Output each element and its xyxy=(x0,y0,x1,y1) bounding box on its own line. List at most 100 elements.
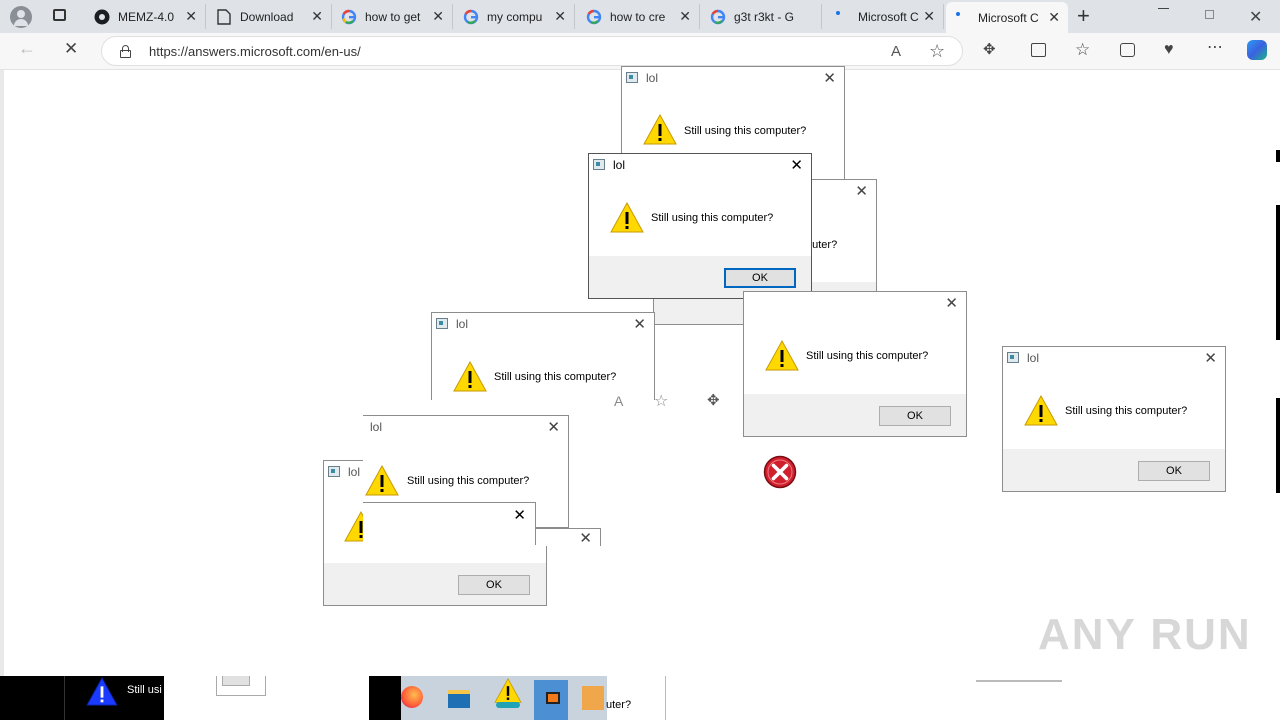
app-icon xyxy=(626,72,638,83)
extensions-icon[interactable]: ✥ xyxy=(983,41,996,58)
dialog-titlebar[interactable]: lol ✕ xyxy=(622,67,844,91)
app-icon xyxy=(436,318,448,329)
close-icon[interactable]: ✕ xyxy=(579,530,592,546)
screen-artifact xyxy=(0,70,4,676)
restore-icon[interactable] xyxy=(1205,10,1214,19)
browser-essentials-icon[interactable]: ♥ xyxy=(1164,41,1174,58)
more-menu-icon[interactable]: ⋯ xyxy=(1207,39,1223,56)
dialog-footer: OK xyxy=(324,563,546,605)
google-icon xyxy=(586,9,602,25)
message-dialog: ✕ xyxy=(363,502,536,545)
dialog-message: Still using this computer? xyxy=(407,475,530,487)
ok-button[interactable]: OK xyxy=(1138,461,1210,481)
ok-button[interactable]: OK xyxy=(879,406,951,426)
close-tab-icon[interactable]: ✕ xyxy=(1048,9,1060,25)
dialog-message: Still using this computer? xyxy=(806,350,929,362)
tab-how-to-get[interactable]: how to get ✕ xyxy=(333,4,453,29)
favorites-icon[interactable]: ☆ xyxy=(1075,40,1091,59)
tab-download[interactable]: Download ✕ xyxy=(208,4,332,29)
close-icon[interactable]: ✕ xyxy=(823,70,836,87)
warning-icon xyxy=(453,361,487,392)
message-dialog: ✕ Still using this computer? OK xyxy=(743,291,967,437)
dialog-title: lol xyxy=(456,317,469,331)
loading-icon xyxy=(954,10,970,26)
collections-icon[interactable] xyxy=(1120,43,1135,57)
dialog-edge xyxy=(665,676,666,720)
tab-microsoft-active[interactable]: Microsoft C ✕ xyxy=(946,2,1068,33)
close-tab-icon[interactable]: ✕ xyxy=(185,8,197,24)
dialog-titlebar[interactable]: lol xyxy=(324,461,546,485)
screen-artifact xyxy=(1276,398,1280,493)
dialog-title: lol xyxy=(348,465,361,479)
dialog-footer: OK xyxy=(744,394,966,436)
close-icon[interactable]: ✕ xyxy=(633,316,646,333)
dialog-edge xyxy=(976,676,1062,682)
close-icon[interactable]: ✕ xyxy=(547,419,560,436)
file-explorer-icon[interactable] xyxy=(448,690,470,708)
firefox-icon[interactable] xyxy=(401,686,423,708)
new-tab-button[interactable]: + xyxy=(1077,3,1090,28)
split-screen-icon[interactable] xyxy=(1031,43,1046,57)
tab-g3t-r3kt[interactable]: g3t r3kt - G xyxy=(702,4,822,29)
dialog-fragment xyxy=(222,676,250,686)
taskbar-window-label[interactable]: Still usi xyxy=(127,684,162,696)
message-fragment: uter? xyxy=(606,699,632,711)
close-tab-icon[interactable]: ✕ xyxy=(679,8,691,24)
dialog-titlebar[interactable]: lol ✕ xyxy=(1003,347,1225,371)
github-icon xyxy=(94,9,110,25)
tab-actions-icon[interactable] xyxy=(53,9,66,21)
back-arrow-icon[interactable]: ← xyxy=(18,38,36,58)
tab-title: my compu xyxy=(487,9,543,24)
close-icon[interactable]: ✕ xyxy=(945,295,958,312)
dialog-message-partial: puter? xyxy=(806,239,838,251)
dialog-title: lol xyxy=(1027,351,1040,365)
close-icon[interactable]: ✕ xyxy=(513,507,526,524)
google-icon xyxy=(341,9,357,25)
warning-icon[interactable] xyxy=(494,678,522,704)
url-text[interactable]: https://answers.microsoft.com/en-us/ xyxy=(149,44,361,59)
screen-artifact xyxy=(1276,205,1280,340)
ok-button[interactable]: OK xyxy=(458,575,530,595)
tab-microsoft-1[interactable]: Microsoft C ✕ xyxy=(826,4,944,29)
close-icon[interactable]: ✕ xyxy=(1204,350,1217,367)
read-aloud-icon[interactable]: A xyxy=(891,43,902,60)
app-icon xyxy=(328,466,340,477)
stop-loading-icon[interactable]: ✕ xyxy=(64,39,79,58)
tab-title: g3t r3kt - G xyxy=(734,9,795,24)
close-tab-icon[interactable]: ✕ xyxy=(432,8,444,24)
favorite-star-icon[interactable]: ☆ xyxy=(929,41,946,61)
tab-title: Download xyxy=(240,9,294,24)
read-aloud-icon: A xyxy=(614,393,624,409)
copilot-icon[interactable] xyxy=(1247,40,1267,60)
close-icon[interactable]: ✕ xyxy=(790,157,803,174)
minimize-icon[interactable] xyxy=(1158,8,1169,9)
profile-avatar-icon[interactable] xyxy=(10,6,32,28)
screen-artifact xyxy=(1276,150,1280,162)
message-dialog: lol ✕ Still using this computer? OK xyxy=(1002,346,1226,492)
browser-tab-strip: MEMZ-4.0 ✕ Download ✕ how to get ✕ my co… xyxy=(0,0,1280,33)
warning-icon xyxy=(610,202,644,233)
dialog-titlebar[interactable]: lol ✕ xyxy=(432,313,654,337)
address-bar[interactable]: https://answers.microsoft.com/en-us/ A ☆ xyxy=(101,36,963,66)
tab-title: MEMZ-4.0 xyxy=(118,9,175,24)
close-tab-icon[interactable]: ✕ xyxy=(311,8,323,24)
dialog-title: lol xyxy=(646,71,659,85)
page-icon xyxy=(216,8,232,25)
google-icon xyxy=(710,9,726,25)
taskbar-app-icon[interactable] xyxy=(582,686,604,710)
app-badge-icon xyxy=(496,702,520,708)
ok-button[interactable]: OK xyxy=(724,268,796,288)
tab-how-to-create[interactable]: how to cre ✕ xyxy=(578,4,700,29)
window-close-icon[interactable]: ✕ xyxy=(1249,9,1263,26)
close-tab-icon[interactable]: ✕ xyxy=(923,8,935,24)
lock-icon[interactable] xyxy=(120,45,131,58)
dialog-titlebar[interactable]: lol ✕ xyxy=(363,416,568,440)
close-icon[interactable]: ✕ xyxy=(855,183,868,200)
tab-title: Microsoft C xyxy=(858,9,919,24)
tab-my-computer[interactable]: my compu ✕ xyxy=(455,4,575,29)
dialog-titlebar[interactable]: lol ✕ xyxy=(589,154,811,178)
tab-memz[interactable]: MEMZ-4.0 ✕ xyxy=(86,4,206,29)
close-tab-icon[interactable]: ✕ xyxy=(554,8,566,24)
dialog-message: Still using this computer? xyxy=(1065,405,1188,417)
app-icon xyxy=(1007,352,1019,363)
